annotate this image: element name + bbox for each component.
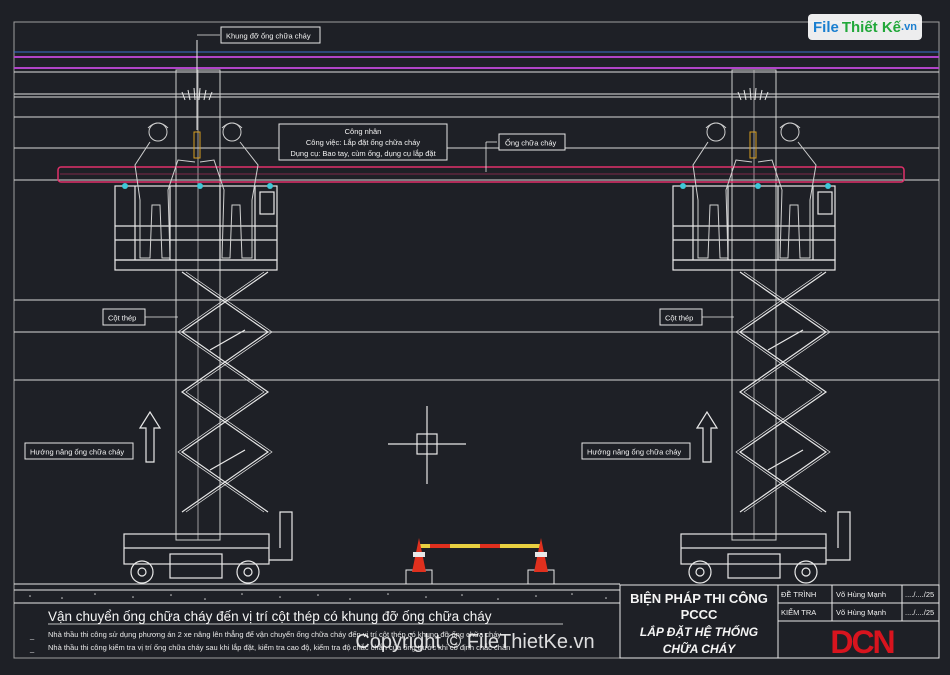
leader-lines [145,34,734,318]
title-line-2: PCCC [681,607,718,622]
label-box-cot-thep-left [102,308,146,326]
label-cong-nhan-job: Công việc: Lắp đặt ống chữa cháy [306,138,421,147]
label-huong-nang-left: Hướng nâng ống chữa cháy [30,448,124,457]
label-khung-do: Khung đỡ ống chữa cháy [226,32,311,41]
brand-part-vn: .vn [901,21,917,33]
label-huong-nang-right: Hướng nâng ống chữa cháy [587,448,681,457]
row2-date: ..../..../25 [905,608,934,617]
label-box-huong-nang-left [24,442,134,460]
label-box-ong-chua-chay [498,133,566,151]
label-cot-thep-right: Cột thép [665,314,693,323]
brand-part-thietke: Thiết Kế [841,18,902,36]
label-box-cot-thep-right [659,308,703,326]
fire-pipe [57,166,905,183]
watermark-copyright: Copyright © FileThietKe.vn [355,631,594,653]
brand-watermark: File Thiết Kế .vn [808,14,922,40]
row2-name: Võ Hùng Mạnh [836,608,886,617]
pipe-clamps [122,183,831,189]
traffic-barrier [405,538,555,585]
label-cot-thep-left: Cột thép [108,314,136,323]
notes-bullet-2: _ [29,644,35,653]
brand-part-file: File [813,18,839,36]
subtitle-line-2: CHỮA CHÁY [663,641,737,656]
drawing-frame [13,21,940,659]
center-crosshair [388,406,466,484]
notes-line-1: Nhà thầu thi công sử dụng phương án 2 xe… [48,630,501,639]
up-arrow-left-icon [138,410,162,463]
notes-line-2: Nhà thầu thi công kiểm tra vị trí ống ch… [48,643,510,652]
scissor-lift-right [672,185,851,584]
row1-date: ..../..../25 [905,590,934,599]
steel-column-left [175,69,221,541]
workers-left [134,122,259,259]
label-cong-nhan-title: Công nhân [345,127,382,136]
label-box-khung-do [220,26,321,44]
label-ong-chua-chay: Ống chữa cháy [505,138,557,148]
label-box-huong-nang-right [581,442,691,460]
scissor-lift-left [114,185,293,584]
subtitle-line-1: LẮP ĐẶT HỆ THỐNG [640,624,758,639]
title-line-1: BIỆN PHÁP THI CÔNG [630,591,768,606]
pipe-support-left [180,40,216,159]
title-block [619,584,940,659]
pipe-support-right [736,87,772,159]
row1-name: Võ Hùng Mạnh [836,590,886,599]
floor [14,583,620,604]
row2-role: KIỂM TRA [781,608,816,617]
wall-lines [14,116,939,381]
row1-role: ĐỀ TRÌNH [781,589,816,599]
notes-bullet-1: _ [29,631,35,640]
up-arrow-right-icon [695,410,719,463]
logo-dcn: DCN [830,624,893,660]
label-box-cong-nhan [278,123,448,161]
label-cong-nhan-tools: Dụng cụ: Bao tay, cùm ống, dụng cụ lắp đ… [290,149,436,158]
notes-heading: Vận chuyển ống chữa cháy đến vị trí cột … [48,609,492,624]
ceiling-beams [14,51,939,98]
workers-right [692,122,817,259]
